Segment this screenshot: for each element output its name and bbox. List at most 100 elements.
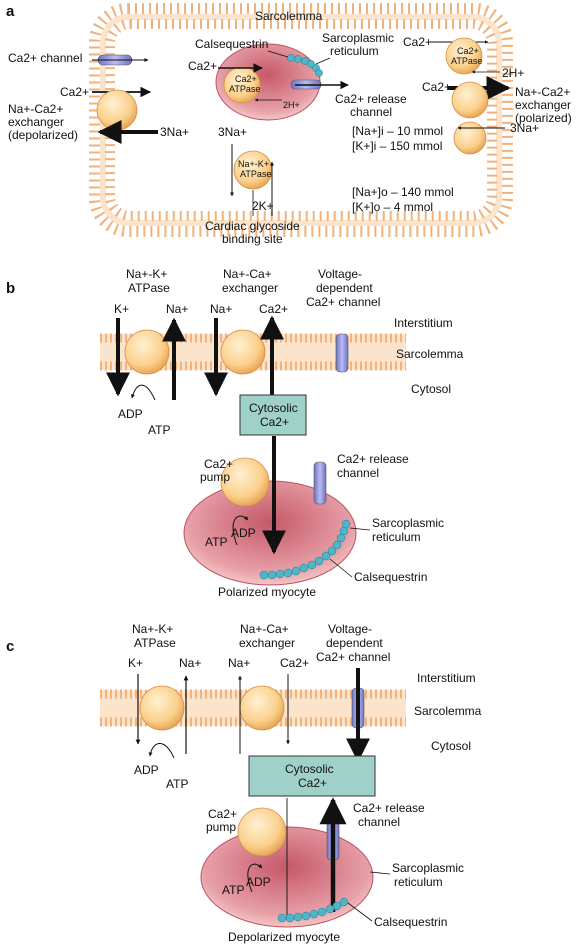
cyto-c-line2: Ca2+ xyxy=(298,776,327,790)
nak-atpase-b xyxy=(124,329,170,375)
nak-a-line2: ATPase xyxy=(240,169,271,179)
calsequestrin-leader-c xyxy=(347,902,373,922)
ncx-left-line2: exchanger xyxy=(8,115,64,129)
sr-leader-a xyxy=(315,57,331,65)
ncx-right-lower xyxy=(453,121,487,155)
ca-top-right-label: Ca2+ xyxy=(403,35,432,49)
calsequestrin-leader-b xyxy=(329,558,353,578)
na3-right-label: 3Na+ xyxy=(510,121,539,135)
atp-label-c: ATP xyxy=(166,777,188,791)
cell-interior xyxy=(116,30,486,210)
ca-label-b: Ca2+ xyxy=(259,302,288,316)
ca-pump-b xyxy=(220,457,270,507)
sr-atp-b: ATP xyxy=(205,535,227,549)
sarcolemma-c: Sarcolemma xyxy=(414,704,482,718)
sr-b-line2: reticulum xyxy=(372,530,421,544)
k-o-label: [K+]o – 4 mmol xyxy=(352,200,433,214)
pmca-line1: Ca2+ xyxy=(457,46,479,56)
caption-c: Depolarized myocyte xyxy=(228,930,340,944)
panel-c: c Na+-K+ ATPase Na+-Ca+ exchanger Voltag… xyxy=(6,622,482,944)
ncx-c-line1: Na+-Ca+ xyxy=(240,622,289,636)
cyto-c-line1: Cytosolic xyxy=(285,762,334,776)
ncx-left-line3: (depolarized) xyxy=(8,128,78,142)
k-label-b: K+ xyxy=(114,302,129,316)
ncx-left-transporter xyxy=(96,89,138,131)
panel-b-letter: b xyxy=(6,280,15,297)
panel-a-letter: a xyxy=(6,3,15,20)
nak-a-line1: Na+-K+ xyxy=(238,159,269,169)
ncx-right-transporter xyxy=(451,81,489,119)
cytosolic-ca-box-b xyxy=(239,394,307,436)
ca-in-label: Ca2+ xyxy=(60,85,89,99)
ncx-b-line2: exchanger xyxy=(222,281,278,295)
calsequestrin-chain-b xyxy=(259,519,351,580)
panel-a: a Sarcolemma Ca2+ channel Ca2+ Na+-Ca2+ … xyxy=(6,3,572,246)
release-a-line1: Ca2+ release xyxy=(335,92,407,106)
panel-b: b Na+-K+ ATPase Na+-Ca+ exchanger Voltag… xyxy=(6,267,464,599)
pmca-line2: ATPase xyxy=(451,56,482,66)
serca-pump-a xyxy=(223,66,261,104)
pmca-pump-a xyxy=(445,37,483,75)
release-c-line1: Ca2+ release xyxy=(353,801,425,815)
ncx-right-line2: exchanger xyxy=(515,98,571,112)
release-b-line1: Ca2+ release xyxy=(337,452,409,466)
glyco-line2: binding site xyxy=(222,232,283,246)
cytosol-c: Cytosol xyxy=(431,739,471,753)
atp-label-b: ATP xyxy=(148,423,170,437)
sr-c-line1: Sarcoplasmic xyxy=(392,861,464,875)
adp-label-b: ADP xyxy=(118,407,143,421)
calsequestrin-label-a: Calsequestrin xyxy=(195,37,268,51)
cyto-b-line2: Ca2+ xyxy=(260,415,289,429)
calsequestrin-label-c: Calsequestrin xyxy=(374,915,447,929)
adp-label-c: ADP xyxy=(134,763,159,777)
sr-atp-curve-b xyxy=(232,515,249,546)
ca-to-sr-label: Ca2+ xyxy=(188,59,217,73)
sr-atp-c: ATP xyxy=(222,883,244,897)
vdcc-b xyxy=(335,333,349,373)
sr-b xyxy=(183,480,357,586)
ca-label-c: Ca2+ xyxy=(280,656,309,670)
na2-label-b: Na+ xyxy=(210,302,232,316)
ncx-right-line3: (polarized) xyxy=(515,111,572,125)
pump-b-line2: pump xyxy=(200,470,230,484)
ncx-b xyxy=(220,329,266,375)
release-c-line2: channel xyxy=(358,815,400,829)
cyto-b-line1: Cytosolic xyxy=(249,401,298,415)
pump-b-line1: Ca2+ xyxy=(204,457,233,471)
nak-atpase-c xyxy=(139,685,185,731)
panel-c-letter: c xyxy=(6,638,14,655)
interstitium-c: Interstitium xyxy=(417,671,476,685)
sr-label-a-line2: reticulum xyxy=(330,44,379,58)
serca-a-line1: Ca2+ xyxy=(235,74,257,84)
nak-c-line1: Na+-K+ xyxy=(132,622,173,636)
ca-right-label: Ca2+ xyxy=(422,80,451,94)
vdcc-c-line1: Voltage- xyxy=(328,622,372,636)
sr-adp-b: ADP xyxy=(231,526,256,540)
nak-c-line2: ATPase xyxy=(134,636,176,650)
sr-atp-curve-c xyxy=(247,863,263,893)
calsequestrin-label-b: Calsequestrin xyxy=(354,570,427,584)
sarcolemma-label: Sarcolemma xyxy=(255,9,323,23)
interstitium-b: Interstitium xyxy=(394,316,453,330)
nak-b-line2: ATPase xyxy=(128,281,170,295)
ncx-right-line1: Na+-Ca2+ xyxy=(515,85,570,99)
calsequestrin-leader-a xyxy=(267,50,289,58)
vdcc-c-line2: dependent xyxy=(326,636,383,650)
sarcolemma-b: Sarcolemma xyxy=(396,347,464,361)
release-a-line2: channel xyxy=(350,105,392,119)
atp-curve-c xyxy=(148,743,175,759)
sr-c-line2: reticulum xyxy=(394,875,443,889)
na-o-label: [Na+]o – 140 mmol xyxy=(352,185,454,199)
ncx-left-line1: Na+-Ca2+ xyxy=(8,102,63,116)
sr-adp-c: ADP xyxy=(246,875,271,889)
sr-b-line1: Sarcoplasmic xyxy=(372,516,444,530)
calsequestrin-chain-a xyxy=(287,54,323,77)
glyco-line1: Cardiac glycoside xyxy=(205,219,300,233)
release-channel-b xyxy=(313,461,327,505)
na-i-label: [Na+]i – 10 mmol xyxy=(352,124,443,138)
ncx-c xyxy=(239,685,285,731)
cytosolic-ca-box-c xyxy=(248,755,376,797)
vdcc-b-line2: dependent xyxy=(316,281,373,295)
ca-channel-label: Ca2+ channel xyxy=(8,51,82,65)
